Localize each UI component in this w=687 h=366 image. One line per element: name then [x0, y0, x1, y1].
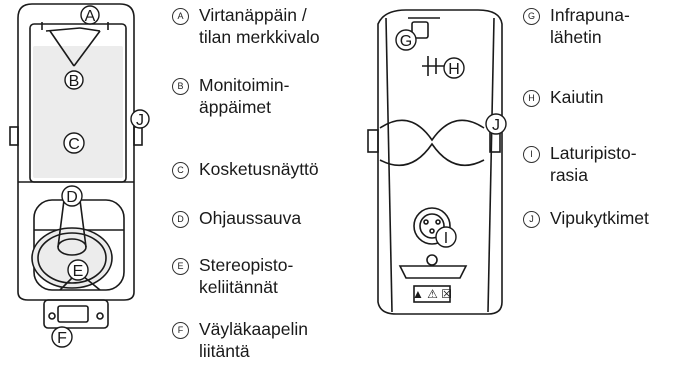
callout-D: [61, 185, 83, 207]
callout-F-label: F: [57, 330, 67, 347]
legend-item-J: J Vipukytkimet: [523, 207, 649, 229]
legend-item-C: C Kosketusnäyttö: [172, 158, 319, 180]
callout-H-label: H: [448, 61, 460, 78]
callout-B: [64, 70, 84, 90]
legend-letter-G: G: [523, 8, 540, 25]
legend-letter-F: F: [172, 322, 189, 339]
legend-item-B: B Monitoimin- äppäimet: [172, 74, 289, 118]
callout-J-label-front: J: [136, 112, 144, 129]
legend-text-J: Vipukytkimet: [550, 208, 649, 228]
legend-text-E: Stereopisto- keliitännät: [199, 255, 294, 297]
legend-item-A: A Virtanäppäin / tilan merkkivalo: [172, 4, 320, 48]
callout-G-label: G: [400, 33, 412, 50]
legend-item-H: H Kaiutin: [523, 86, 604, 108]
legend-letter-B: B: [172, 78, 189, 95]
callout-G: [395, 29, 417, 51]
legend-text-H: Kaiutin: [550, 87, 604, 107]
legend-text-I: Laturipisto- rasia: [550, 143, 637, 185]
callout-F: [51, 326, 73, 348]
callout-I-label: I: [444, 230, 448, 247]
callout-E-label: E: [73, 263, 84, 280]
legend-letter-A: A: [172, 8, 189, 25]
legend-letter-J: J: [523, 211, 540, 228]
legend-letter-E: E: [172, 258, 189, 275]
callout-E: [67, 259, 89, 281]
back-view: [367, 9, 503, 315]
legend-letter-I: I: [523, 146, 540, 163]
legend-text-B: Monitoimin- äppäimet: [199, 75, 290, 117]
legend-item-G: G Infrapuna- lähetin: [523, 4, 630, 48]
front-view: [9, 3, 143, 329]
callout-A-label: A: [85, 8, 96, 25]
callout-J: [130, 109, 507, 135]
callout-I: [435, 226, 457, 248]
callout-C: [63, 132, 85, 154]
callout-J-label-back: J: [492, 117, 500, 134]
callout-A: [80, 5, 100, 25]
legend-text-C: Kosketusnäyttö: [199, 159, 319, 179]
legend-text-D: Ohjaussauva: [199, 208, 302, 228]
legend-item-D: D Ohjaussauva: [172, 207, 301, 229]
legend-text-G: Infrapuna- lähetin: [550, 5, 630, 47]
legend-letter-D: D: [172, 211, 189, 228]
callout-H: [443, 57, 465, 79]
legend-text-A: Virtanäppäin / tilan merkkivalo: [199, 5, 320, 47]
warning-symbols: ▲ ⚠ ☒: [412, 287, 452, 301]
legend-letter-C: C: [172, 162, 189, 179]
legend-item-I: I Laturipisto- rasia: [523, 142, 637, 186]
callout-C-label: C: [68, 136, 80, 153]
legend-letter-H: H: [523, 90, 540, 107]
legend-item-E: E Stereopisto- keliitännät: [172, 254, 293, 298]
callout-B-label: B: [69, 73, 80, 90]
legend-text-F: Väyläkaapelin liitäntä: [199, 319, 308, 361]
legend-item-F: F Väyläkaapelin liitäntä: [172, 318, 308, 362]
callout-D-label: D: [66, 189, 78, 206]
